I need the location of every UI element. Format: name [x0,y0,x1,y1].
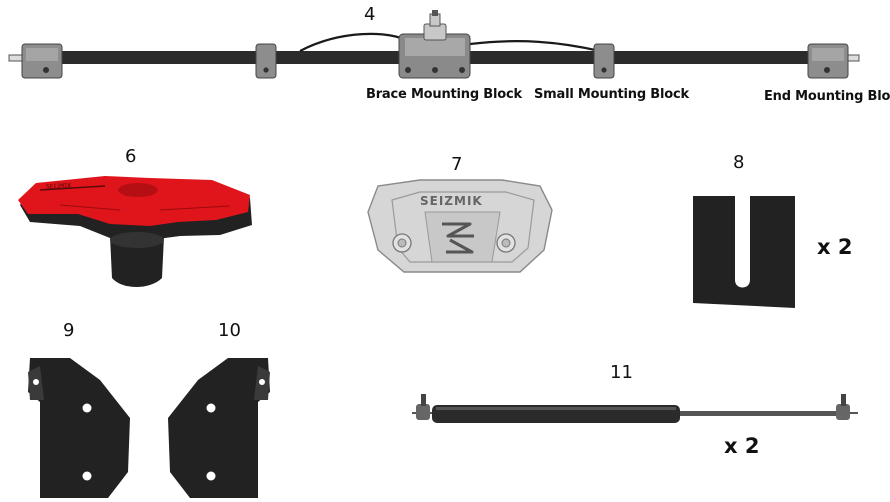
part-number-4: 4 [364,4,376,25]
part-number-7: 7 [451,154,463,175]
part-number-8: 8 [733,152,745,173]
knob-engraving: SEIZMIK [45,182,72,191]
cover-logo-text: SEIZMIK [420,194,483,208]
mount-bar-assembly [8,10,860,79]
label-end-mounting-block: End Mounting Block [764,89,890,104]
label-small-mounting-block: Small Mounting Block [534,87,689,102]
gas-strut [412,394,858,423]
part-number-11: 11 [610,362,633,383]
bracket-left [28,358,130,498]
brace-block [398,10,471,79]
part-number-6: 6 [125,146,137,167]
small-block-left [255,43,277,79]
cable-right [469,40,601,53]
small-block-right [593,43,615,79]
cover-plate [367,179,553,273]
cable-left [299,32,411,52]
end-block-right [807,43,849,79]
quantity-strut: x 2 [724,434,760,458]
shim-plate [693,196,795,308]
knob [18,176,252,287]
part-number-10: 10 [218,320,241,341]
part-number-9: 9 [63,320,75,341]
quantity-shim: x 2 [817,235,853,259]
end-block-left [21,43,63,79]
bracket-right [168,358,270,498]
label-brace-mounting-block: Brace Mounting Block [366,87,522,102]
